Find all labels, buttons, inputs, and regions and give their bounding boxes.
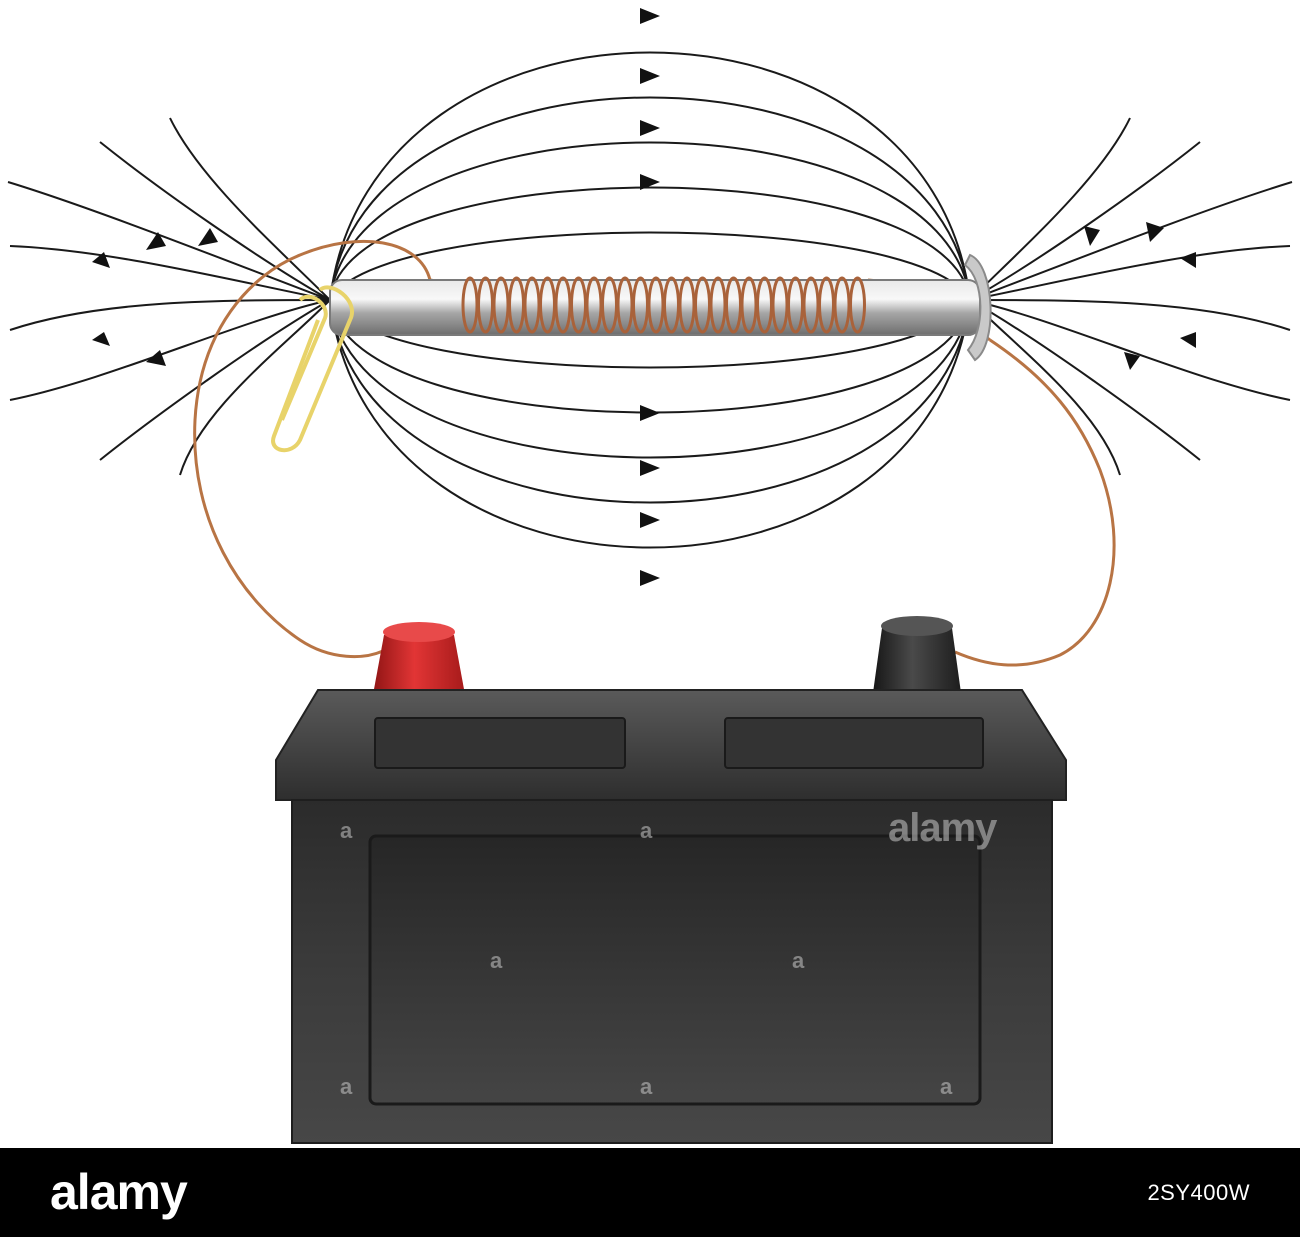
footer-logo: alamy [50,1164,188,1220]
footer-bar: alamy 2SY400W [0,1148,1300,1237]
arrow-icon [640,460,660,476]
watermark-mark: a [640,818,653,843]
arrow-icon [640,512,660,528]
arrow-icon [1180,332,1196,348]
arrow-icon [146,232,166,250]
watermark-mark: a [792,948,805,973]
arrow-icon [1084,226,1100,246]
arrow-icon [198,228,218,246]
watermark-mark: a [340,1074,353,1099]
image-id: 2SY400W [1147,1180,1250,1205]
watermark-mark: a [940,1074,953,1099]
arrow-icon [92,332,110,346]
copper-coil [461,276,866,334]
watermark-mark: a [490,948,503,973]
battery [275,689,1067,1144]
arrow-icon [640,120,660,136]
watermark-mark: a [640,1074,653,1099]
arrow-icon [640,174,660,190]
field-arrows [640,8,660,586]
arrow-icon [640,8,660,24]
arrow-icon [640,570,660,586]
wire-left [193,239,432,659]
coil-turn [849,276,866,334]
watermark-mark: a [340,818,353,843]
arrow-icon [1124,352,1140,370]
electromagnet-diagram [7,8,1293,1144]
iron-core [329,253,992,362]
battery-front-panel [368,834,982,1106]
arrow-icon [92,252,110,268]
arrow-icon [640,68,660,84]
core-rod [329,279,981,336]
left-field-fan [7,117,331,476]
arrow-icon [1146,222,1164,242]
core-head [963,253,992,362]
arrow-icon [1180,252,1196,268]
paper-clip [271,285,354,452]
arrow-icon [146,350,166,366]
arrow-icon [640,405,660,421]
watermark-logo: alamy [888,806,997,850]
right-field-fan [969,117,1293,476]
battery-lid-panel-right [724,717,984,769]
wire-right [954,338,1116,667]
battery-lid-panel-left [374,717,626,769]
